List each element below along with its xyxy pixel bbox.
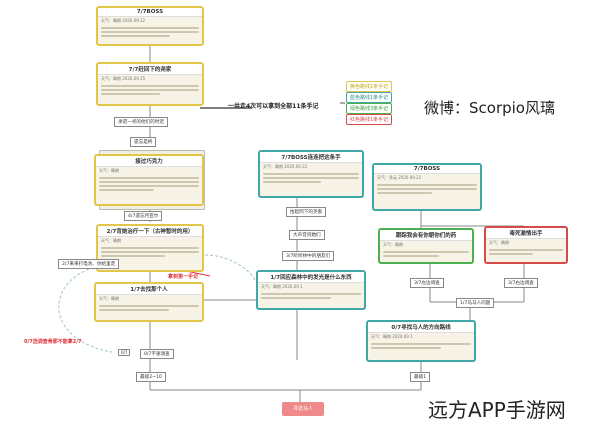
card-mid-low[interactable]: 1/7回应森林中的发光是什么东西 天气：睛朗 2020.09.1 <box>256 270 366 310</box>
card-text-lines <box>489 249 563 255</box>
card-green[interactable]: 跟踪我会有你朝你们的药 天气：睛朗 <box>378 228 474 264</box>
label-rest-watch: 承诺一点的他们的时迟 <box>114 117 168 127</box>
card-top-boss[interactable]: 7/7BOSS 天气：睛朗 2020.09.22 <box>96 6 204 46</box>
label-right-end: 最级1 <box>410 372 431 382</box>
legend-item-red: 红色路线1条手记 <box>346 114 393 125</box>
card-meta: 天气：多云 2020.09.22 <box>377 175 422 180</box>
card-text-lines <box>101 27 199 37</box>
label-tiny: 0/7 <box>118 349 131 356</box>
card-meta: 天气：睛朗 <box>489 240 509 245</box>
card-meta: 天气：睛朗 2020.09.22 <box>101 18 146 23</box>
weibo-credit: 微博：Scorpio风璃 <box>424 99 555 117</box>
red-note-left: 0/7选调查骨那不能拿2/7 <box>24 339 82 345</box>
card-yellow-bottom[interactable]: 1/7去找那个人 天气：睛朗 <box>94 282 204 322</box>
card-title: 接过巧克力 <box>96 156 202 167</box>
card-title: 1/7回应森林中的发光是什么东西 <box>258 272 364 283</box>
card-text-lines <box>263 173 359 183</box>
card-meta: 天气：睛朗 <box>99 168 119 173</box>
label-right-2: 3/7右边调查 <box>504 278 538 288</box>
card-title: 7/7BOSS连连把这条手 <box>260 152 362 163</box>
card-text-lines <box>101 85 199 95</box>
card-text-lines <box>377 184 477 194</box>
red-note-mid: 拿到第一手记 <box>168 274 199 280</box>
card-text-lines <box>261 293 361 299</box>
card-meta: 天气：睛朗 2020.09.22 <box>263 164 308 169</box>
label-right-1: 3/7左边调查 <box>410 278 444 288</box>
card-meta: 天气：睛朗 <box>99 296 119 301</box>
card-mid-boss[interactable]: 7/7BOSS连连把这条手 天气：睛朗 2020.09.22 <box>258 150 364 198</box>
label-mid-1: 抬起阿下的尧家 <box>286 207 327 217</box>
label-mid-2: 大声音问她们 <box>289 230 325 240</box>
legend-item-yellow: 黄色路线1条手记 <box>346 81 393 92</box>
card-second[interactable]: 7/7赶回下的尧家 天气：睛朗 2020.09.25 <box>96 62 204 106</box>
card-red[interactable]: 毒死激情出手 天气：睛朗 <box>484 226 568 264</box>
card-text-lines <box>101 247 199 257</box>
card-text-lines <box>99 177 199 191</box>
card-title: 毒死激情出手 <box>486 228 566 239</box>
label-right-3: 1/7马马人问题 <box>456 298 495 308</box>
card-title: 跟踪我会有你朝你们的药 <box>380 230 472 241</box>
card-text-lines <box>371 343 471 349</box>
card-title: 1/7去找那个人 <box>96 284 202 295</box>
card-yellow-main[interactable]: 接过巧克力 天气：睛朗 <box>94 154 204 206</box>
legend-item-blue: 蓝色路线1条手记 <box>346 92 393 103</box>
final-node[interactable]: 寻访马人 <box>282 402 324 416</box>
card-meta: 天气：睛朗 2020.09.1 <box>261 284 303 289</box>
card-text-lines <box>383 251 469 257</box>
card-title: 2/7背她治疗一下（古神暂时的用） <box>98 226 202 237</box>
legend-summary: 一共走4次可以拿到全部11条手记 <box>228 103 319 110</box>
card-meta: 天气：睛朗 <box>383 242 403 247</box>
card-meta: 天气：睛朗 2020.09.1 <box>371 334 413 339</box>
card-right-bottom[interactable]: 0/7寻找马人的方向路线 天气：睛朗 2020.09.1 <box>366 320 476 362</box>
card-title: 7/7BOSS <box>98 8 202 17</box>
label-deck-one: 0/7不速调查 <box>140 349 174 359</box>
card-right-boss[interactable]: 7/7BOSS 天气：多云 2020.09.22 <box>372 163 482 211</box>
watermark: 远方APP手游网 <box>428 398 566 422</box>
card-meta: 天气：睛朗 <box>101 238 121 243</box>
card-meta: 天气：睛朗 2020.09.25 <box>101 76 146 81</box>
label-left-end: 最级2~10 <box>136 372 166 382</box>
label-sep-47: 4/7遗忘月宣尔 <box>124 211 163 221</box>
label-choose: 遗忘是终 <box>130 137 157 147</box>
card-title: 7/7赶回下的尧家 <box>98 64 202 75</box>
label-mid-3: 3/7听听林中的朋友们 <box>282 251 335 261</box>
card-title: 7/7BOSS <box>374 165 480 174</box>
card-title: 0/7寻找马人的方向路线 <box>368 322 474 333</box>
label-bag: 2/7来来打电池、你给里走 <box>58 259 120 269</box>
legend-item-green: 绿色路线3条手记 <box>346 103 393 114</box>
card-text-lines <box>99 305 199 311</box>
